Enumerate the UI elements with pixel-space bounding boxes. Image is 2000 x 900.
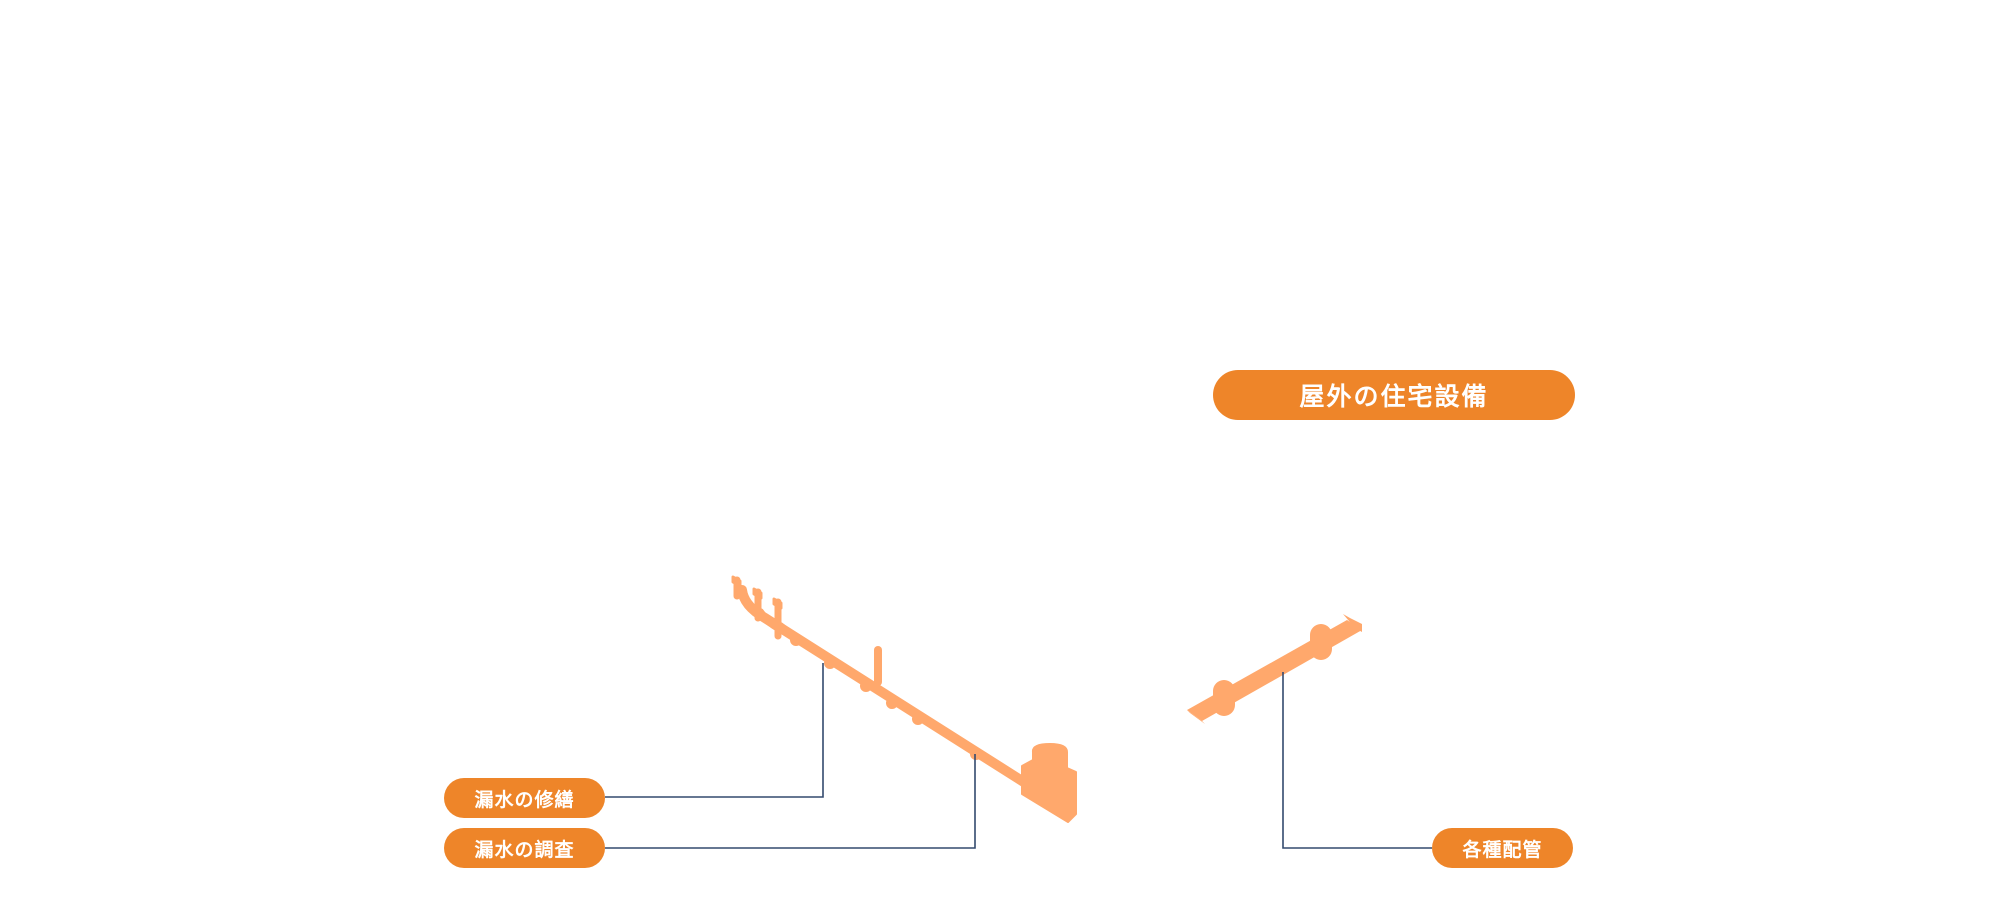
- section-title-badge: 屋外の住宅設備: [1213, 370, 1575, 420]
- leader-line-leak-survey: [605, 754, 976, 849]
- leader-line-leak-repair: [605, 663, 824, 798]
- leader-lines: [605, 663, 1432, 849]
- label-leak-repair[interactable]: 漏水の修繕: [444, 778, 605, 818]
- label-various-piping[interactable]: 各種配管: [1432, 828, 1573, 868]
- leader-line-various-piping: [1282, 672, 1432, 849]
- supply-pipe-illustration: [1187, 614, 1362, 724]
- drain-pipe-illustration: [731, 575, 1077, 823]
- label-leak-survey[interactable]: 漏水の調査: [444, 828, 605, 868]
